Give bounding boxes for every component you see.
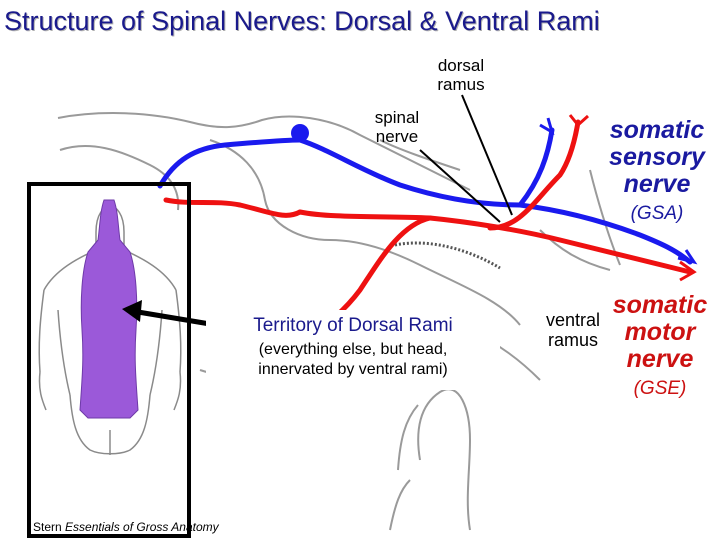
spinal-nerve-label: spinal nerve	[374, 108, 420, 146]
dorsal-root-ganglion	[291, 124, 309, 142]
motor-nerve-label: somatic motor nerve (GSE)	[612, 291, 708, 400]
sensory-nerve-path	[157, 127, 693, 265]
dorsal-ramus-pointer	[461, 94, 513, 216]
source-credit: Stern Essentials of Gross Anatomy	[33, 520, 219, 534]
dorsal-ramus-label: dorsal ramus	[437, 56, 485, 94]
dorsal-rami-territory	[79, 199, 139, 419]
territory-arrow	[122, 300, 217, 328]
page-title: Structure of Spinal Nerves: Dorsal & Ven…	[4, 6, 600, 36]
sensory-nerve-label: somatic sensory nerve (GSA)	[609, 116, 705, 225]
territory-subtitle: (everything else, but head, innervated b…	[258, 341, 448, 378]
territory-label-box: Territory of Dorsal Rami (everything els…	[206, 310, 500, 390]
human-back-figure	[27, 182, 191, 538]
territory-title: Territory of Dorsal Rami	[253, 315, 453, 336]
spinal-nerve-pointer	[419, 149, 501, 223]
ventral-ramus-label: ventral ramus	[545, 310, 601, 350]
